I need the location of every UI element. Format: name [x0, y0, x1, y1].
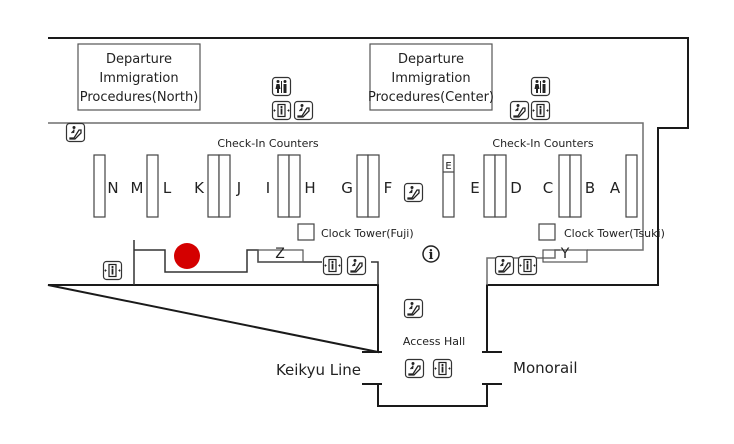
immigration-north-box[interactable] — [77, 43, 201, 111]
elevator-icon[interactable] — [530, 100, 551, 121]
gate-y-label: Y — [560, 246, 570, 262]
immigration-center-label-1: Departure — [398, 52, 464, 67]
immigration-center-label-3: Procedures(Center) — [368, 90, 494, 105]
counter-A[interactable]: A — [610, 179, 621, 197]
counter-bars — [93, 154, 638, 218]
counter-C[interactable]: C — [543, 179, 553, 197]
escalator-icon[interactable] — [509, 100, 530, 121]
clock-tsuki-square — [538, 223, 556, 241]
clock-fuji-square — [297, 223, 315, 241]
access-hall-label: Access Hall — [403, 335, 465, 348]
checkin-right-label: Check-In Counters — [492, 137, 593, 150]
counter-I[interactable]: I — [266, 179, 270, 197]
current-location-marker — [174, 243, 200, 269]
counter-H[interactable]: H — [304, 179, 315, 197]
counter-J[interactable]: J — [236, 179, 241, 197]
escalator-icon[interactable] — [346, 255, 367, 276]
elevator-icon[interactable] — [271, 100, 292, 121]
counter-L[interactable]: L — [163, 179, 172, 197]
toilet-icon[interactable] — [271, 76, 292, 97]
escalator-icon[interactable] — [494, 255, 515, 276]
immigration-north-label-3: Procedures(North) — [80, 90, 199, 105]
gate-z-box — [257, 249, 304, 263]
elevator-icon[interactable] — [432, 358, 453, 379]
information-glyph: i — [429, 248, 434, 263]
toilet-icon[interactable] — [530, 76, 551, 97]
information-icon[interactable] — [422, 245, 440, 263]
escalator-icon[interactable] — [403, 298, 424, 319]
counter-F[interactable]: F — [384, 179, 393, 197]
immigration-center-label-2: Immigration — [391, 71, 470, 86]
gate-z-label: Z — [275, 246, 285, 262]
immigration-north-label-1: Departure — [106, 52, 172, 67]
monorail-label[interactable]: Monorail — [513, 359, 578, 377]
counter-G[interactable]: G — [341, 179, 353, 197]
clock-tsuki-label[interactable]: Clock Tower(Tsuki) — [564, 227, 665, 240]
elevator-icon[interactable] — [517, 255, 538, 276]
escalator-icon[interactable] — [404, 358, 425, 379]
counter-M[interactable]: M — [131, 179, 144, 197]
elevator-icon[interactable] — [102, 260, 123, 281]
clock-fuji-label[interactable]: Clock Tower(Fuji) — [321, 227, 414, 240]
counter-B[interactable]: B — [585, 179, 595, 197]
immigration-center-box[interactable] — [369, 43, 493, 111]
elevator-icon[interactable] — [322, 255, 343, 276]
counter-E[interactable]: E — [470, 179, 479, 197]
gate-y-box — [542, 249, 588, 263]
escalator-icon[interactable] — [403, 182, 424, 203]
checkin-left-label: Check-In Counters — [217, 137, 318, 150]
counter-D[interactable]: D — [510, 179, 522, 197]
keikyu-line-label[interactable]: Keikyu Line — [276, 361, 361, 379]
escalator-icon[interactable] — [293, 100, 314, 121]
counter-K[interactable]: K — [194, 179, 205, 197]
escalator-icon[interactable] — [65, 122, 86, 143]
counter-E-small[interactable]: E — [445, 161, 451, 172]
immigration-north-label-2: Immigration — [99, 71, 178, 86]
counter-N[interactable]: N — [107, 179, 118, 197]
